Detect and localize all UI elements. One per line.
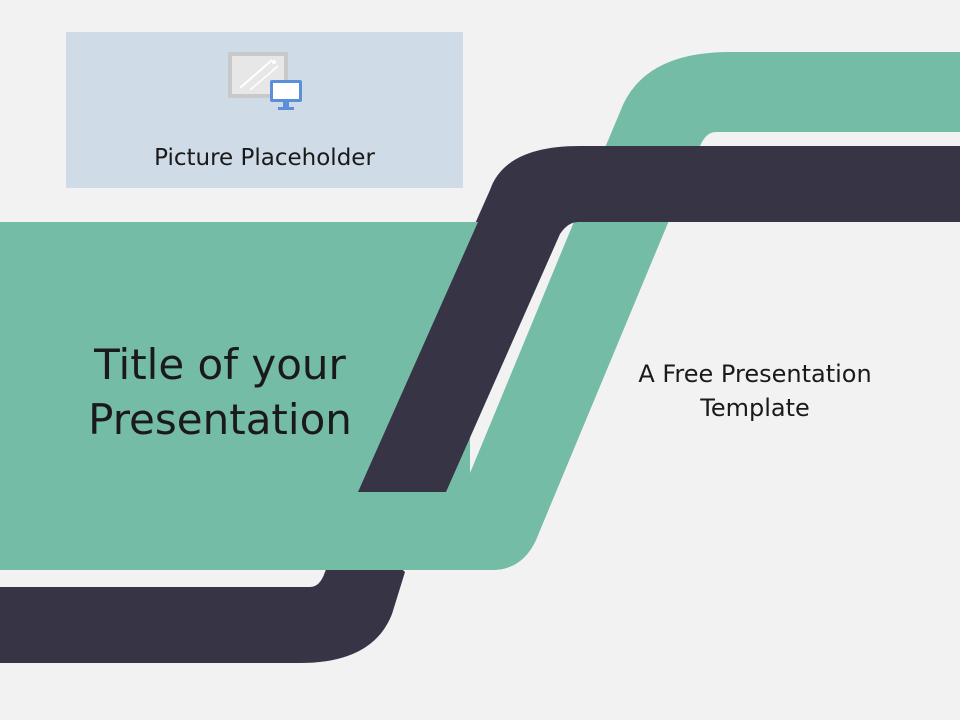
subtitle-line-1: A Free Presentation [638, 360, 872, 388]
presentation-subtitle[interactable]: A Free Presentation Template [600, 357, 910, 425]
green-band-front [0, 222, 478, 492]
placeholder-label: Picture Placeholder [154, 145, 375, 171]
title-line-1: Title of your [94, 340, 346, 389]
presentation-title[interactable]: Title of your Presentation [60, 337, 380, 447]
subtitle-line-2: Template [700, 394, 810, 422]
picture-monitor-icon [228, 52, 302, 110]
green-band-lower [0, 222, 665, 570]
dark-band [0, 146, 960, 663]
title-line-2: Presentation [88, 395, 352, 444]
